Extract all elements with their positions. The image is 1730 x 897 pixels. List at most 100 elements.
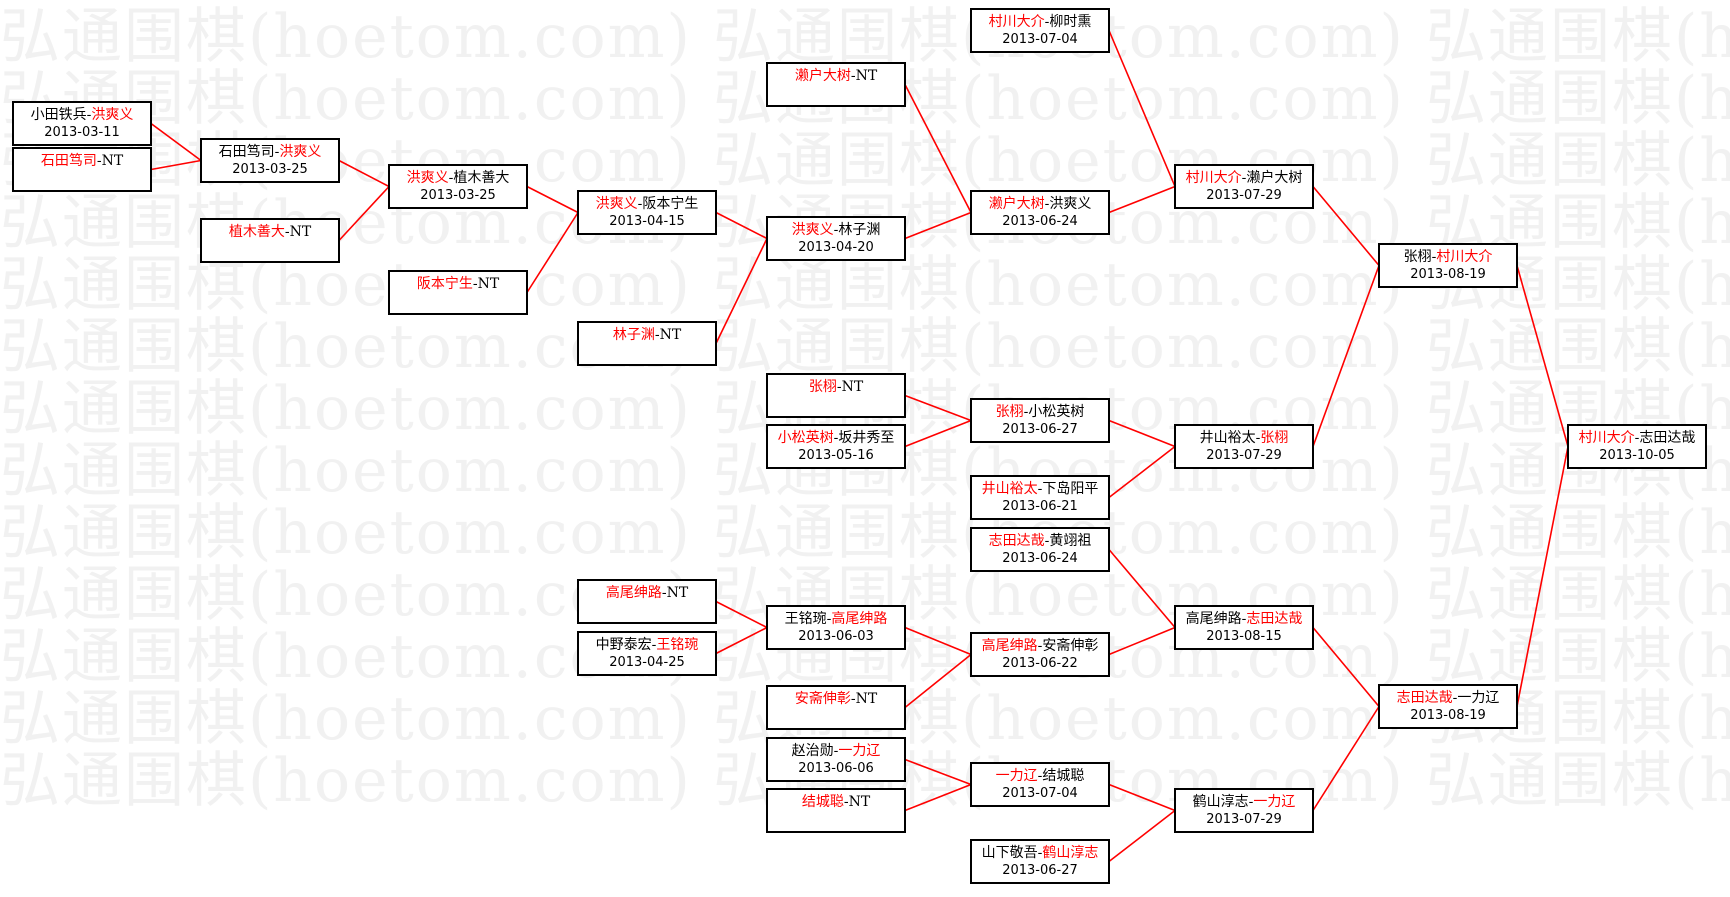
- player-2: 一力辽: [1253, 794, 1296, 810]
- connector-r1a-hong: [150, 122, 202, 162]
- versus-dash: -: [1044, 14, 1050, 30]
- versus-dash: -: [843, 794, 849, 810]
- versus-dash: -: [274, 144, 280, 160]
- player-2: 下岛阳平: [1042, 481, 1099, 497]
- player-1: 高尾绅路: [981, 638, 1038, 654]
- match-date: 2013-03-11: [44, 125, 120, 140]
- match-players: 小田铁兵-洪爽义: [14, 106, 150, 124]
- connector-r3-anzai: [904, 653, 972, 709]
- player-1: 植木善大: [228, 224, 285, 240]
- connector-r2-hong: [715, 211, 768, 240]
- match-date: 2013-07-29: [1206, 448, 1282, 463]
- player-2: 志田达哉: [1246, 611, 1303, 627]
- match-players: 张栩-小松英树: [972, 403, 1108, 421]
- player-2: 洪爽义: [279, 144, 322, 160]
- player-2: 一力辽: [838, 743, 881, 759]
- connector-r2-wang: [715, 626, 768, 655]
- player-1: 濑户大树: [794, 68, 851, 84]
- player-1: 阪本宁生: [416, 276, 473, 292]
- match-date: 2013-07-04: [1002, 32, 1078, 47]
- player-2: 林子渊: [838, 222, 881, 238]
- match-players: 志田达哉-黄翊祖: [972, 532, 1108, 550]
- match-date: 2013-03-25: [232, 162, 308, 177]
- versus-dash: -: [833, 222, 839, 238]
- player-2: 小松英树: [1028, 404, 1085, 420]
- match-players: 志田达哉-一力辽: [1380, 689, 1516, 707]
- match-date: 2013-04-15: [609, 214, 685, 229]
- player-2: NT: [855, 691, 878, 707]
- match-r2-takao: 高尾绅路-NT: [577, 579, 717, 624]
- connector-r1b-ueki: [338, 185, 390, 242]
- match-players: 张栩-村川大介: [1380, 248, 1516, 266]
- player-2: 志田达哉: [1639, 430, 1696, 446]
- player-2: NT: [659, 327, 682, 343]
- match-date: 2013-08-19: [1410, 708, 1486, 723]
- match-date: 2013-04-25: [609, 655, 685, 670]
- player-1: 赵治勋: [791, 743, 834, 759]
- player-2: 安斋伸彰: [1042, 638, 1099, 654]
- connector-r3-komatsu: [904, 419, 972, 448]
- match-r3-seto: 濑户大树-NT: [766, 62, 906, 107]
- versus-dash: -: [1037, 845, 1043, 861]
- versus-dash: -: [96, 153, 102, 169]
- connector-quarterfinal-4: [1312, 706, 1380, 811]
- match-r1b-ueki: 植木善大-NT: [200, 218, 340, 263]
- player-2: 植木善大: [453, 170, 510, 186]
- versus-dash: -: [850, 691, 856, 707]
- versus-dash: -: [1431, 249, 1437, 265]
- connector-quarterfinal-2: [1312, 265, 1380, 447]
- match-date: 2013-06-06: [798, 761, 874, 776]
- match-players: 村川大介-柳时熏: [972, 13, 1108, 31]
- player-1: 山下敬吾: [981, 845, 1038, 861]
- player-2: 高尾绅路: [831, 611, 888, 627]
- match-date: 2013-06-22: [1002, 656, 1078, 671]
- player-1: 村川大介: [1185, 170, 1242, 186]
- player-2: 阪本宁生: [642, 196, 699, 212]
- connector-semifinal-1: [1516, 265, 1569, 447]
- match-players: 结城聪-NT: [768, 793, 904, 811]
- player-1: 洪爽义: [595, 196, 638, 212]
- versus-dash: -: [654, 327, 660, 343]
- match-date: 2013-10-05: [1599, 448, 1675, 463]
- versus-dash: -: [1241, 170, 1247, 186]
- match-date: 2013-07-04: [1002, 786, 1078, 801]
- player-1: 安斋伸彰: [794, 691, 851, 707]
- versus-dash: -: [1037, 481, 1043, 497]
- connector-r4-iyama: [1108, 445, 1176, 499]
- connector-r3-seto: [904, 84, 972, 213]
- player-1: 结城聪: [801, 794, 844, 810]
- player-1: 志田达哉: [988, 533, 1045, 549]
- match-players: 山下敬吾-鹤山淳志: [972, 844, 1108, 862]
- match-r2-lin: 林子渊-NT: [577, 321, 717, 366]
- connector-semifinal-2: [1516, 446, 1569, 707]
- player-1: 小田铁兵: [30, 107, 87, 123]
- match-date: 2013-06-21: [1002, 499, 1078, 514]
- match-players: 村川大介-濑户大树: [1176, 169, 1312, 187]
- player-2: NT: [289, 224, 312, 240]
- match-date: 2013-06-03: [798, 629, 874, 644]
- player-2: 黄翊祖: [1049, 533, 1092, 549]
- versus-dash: -: [651, 637, 657, 653]
- match-players: 植木善大-NT: [202, 223, 338, 241]
- match-players: 安斋伸彰-NT: [768, 690, 904, 708]
- player-1: 洪爽义: [791, 222, 834, 238]
- player-1: 村川大介: [1578, 430, 1635, 446]
- match-r3-zhang: 张栩-NT: [766, 373, 906, 418]
- connector-r3-hong: [904, 211, 972, 240]
- connector-quarterfinal-3: [1312, 626, 1380, 708]
- player-1: 王铭琬: [784, 611, 827, 627]
- player-1: 小松英树: [777, 430, 834, 446]
- player-1: 张栩: [995, 404, 1024, 420]
